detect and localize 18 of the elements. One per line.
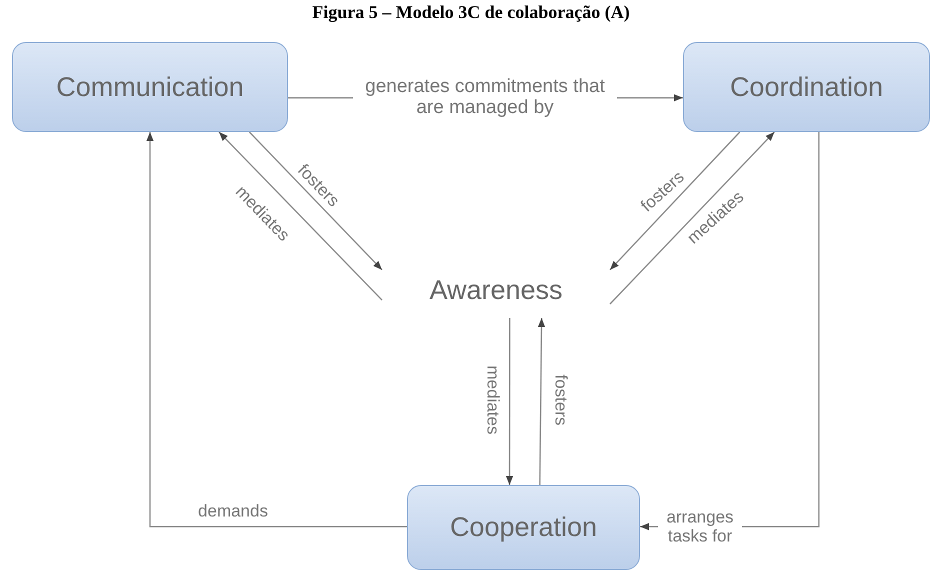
edge-label: mediates [482,364,502,436]
box-label: Coordination [730,72,884,102]
edge-label: fosters [550,373,570,428]
process-box [683,42,930,132]
edge-label: generates commitments that are managed by [353,77,617,119]
figure-title: Figura 5 – Modelo 3C de colaboração (A) [311,2,631,23]
box-label: Cooperation [450,512,598,543]
arrow [146,132,407,528]
process-box [12,42,288,132]
box-label: Communication [56,72,244,102]
arrow [506,318,514,485]
concept-label: Awareness [429,274,563,306]
arrow [538,318,546,485]
arrow [610,132,775,304]
process-box [407,485,640,570]
arrow [610,132,740,270]
arrow [218,132,382,301]
arrow [248,132,382,270]
